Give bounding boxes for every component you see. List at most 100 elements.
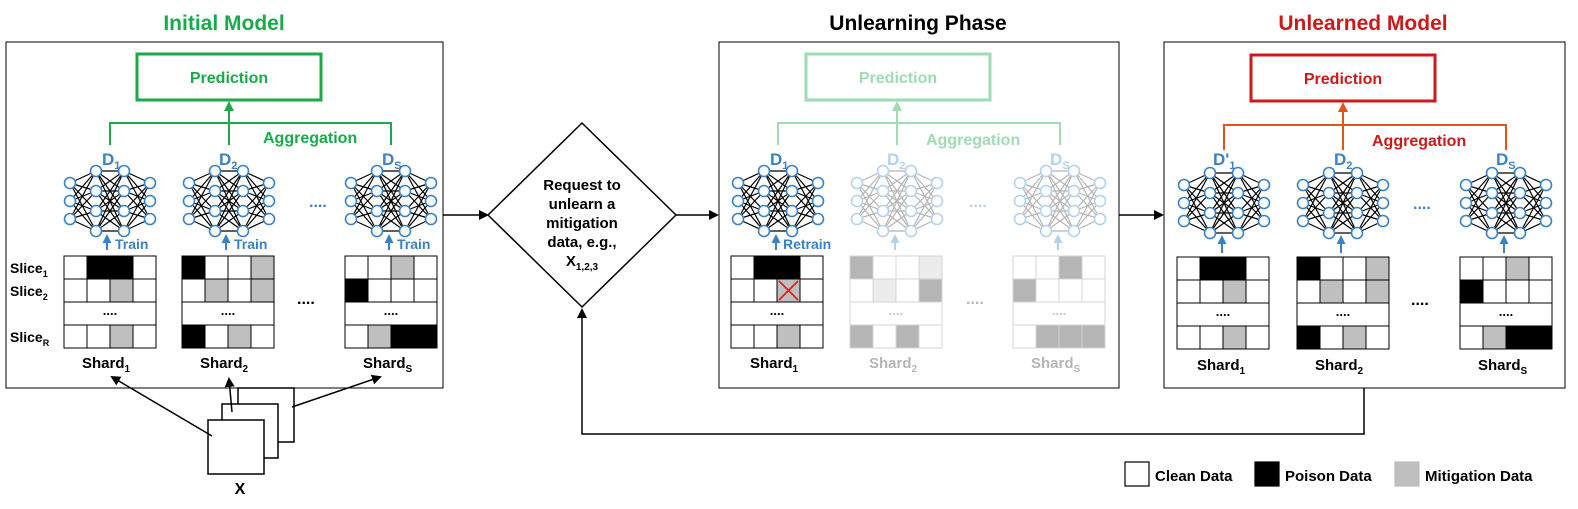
shard-ellipsis-text: .... [384, 303, 398, 318]
data-cell [132, 255, 157, 280]
network-node [1177, 214, 1191, 228]
legend-mitigation: Mitigation Data [1394, 461, 1533, 487]
ellipsis-nets-unlearning: .... [969, 194, 987, 211]
dataset-label-d1-prime: D'1 [1213, 150, 1235, 172]
network-node [1257, 196, 1271, 210]
neural-net-ds-unlearning [1013, 164, 1107, 238]
network-node [143, 212, 157, 226]
network-node [1350, 226, 1364, 240]
network-node [904, 204, 918, 218]
network-node [89, 204, 103, 218]
network-node [1067, 164, 1081, 178]
data-cell [1081, 278, 1106, 303]
shard-grid-1-unlearning: .... [730, 255, 824, 349]
dataset-x-label: X [235, 481, 246, 498]
data-cell [1012, 324, 1037, 349]
network-node [370, 164, 384, 178]
network-node [904, 164, 918, 178]
network-node [1203, 206, 1217, 220]
train-arrow-1: Train [102, 234, 148, 252]
data-cell [918, 324, 943, 349]
network-node [1203, 226, 1217, 240]
data-cell [799, 255, 824, 280]
panel-initial-model: Initial Model Prediction Aggregation D1 … [5, 12, 444, 389]
ellipsis-shards-unlearned: .... [1411, 292, 1429, 309]
network-node [1013, 176, 1027, 190]
network-node [811, 194, 825, 208]
network-node [757, 164, 771, 178]
prediction-label-unlearning: Prediction [859, 70, 937, 87]
network-node [1203, 166, 1217, 180]
data-cell [1528, 325, 1553, 350]
train-arrow-2: Train [221, 234, 267, 252]
network-node [208, 184, 222, 198]
neural-net-d1 [63, 164, 157, 238]
network-node [182, 194, 196, 208]
shard-label-2-unlearning: Shard2 [869, 355, 918, 375]
network-node [143, 176, 157, 190]
ellipsis-nets-unlearned: .... [1413, 196, 1431, 213]
network-node [370, 204, 384, 218]
data-cell [1035, 324, 1060, 349]
network-node [1485, 186, 1499, 200]
data-cell [1222, 279, 1247, 304]
shard-grid-s-unlearned: .... [1459, 256, 1553, 350]
data-cell [895, 278, 920, 303]
network-node [731, 212, 745, 226]
panel-title-unlearning: Unlearning Phase [829, 12, 1006, 35]
shard-ellipsis-text: .... [770, 303, 784, 318]
neural-net-d2-unlearning [850, 164, 944, 238]
network-node [731, 176, 745, 190]
data-cell [344, 324, 369, 349]
ellipsis-nets-initial: .... [309, 194, 327, 211]
network-node [850, 176, 864, 190]
network-node [424, 194, 438, 208]
neural-net-d2 [182, 164, 276, 238]
network-node [424, 176, 438, 190]
data-cell [1245, 256, 1270, 281]
data-cell [1528, 256, 1553, 281]
network-node [398, 184, 412, 198]
network-node [262, 212, 276, 226]
data-cell [1459, 279, 1484, 304]
data-cell [86, 255, 111, 280]
data-cell [1505, 325, 1530, 350]
shard-label-s-initial: ShardS [363, 355, 413, 375]
network-node [1231, 226, 1245, 240]
data-cell [1319, 256, 1344, 281]
neural-net-ds-unlearned [1459, 166, 1553, 240]
neural-net-d1-prime [1177, 166, 1271, 240]
network-node [1296, 178, 1310, 192]
network-node [850, 194, 864, 208]
slice-label-r: SliceR [10, 329, 50, 348]
data-cell [250, 324, 275, 349]
shard-grid-2-unlearning: .... [849, 255, 943, 349]
data-cell [1245, 325, 1270, 350]
network-node [1013, 194, 1027, 208]
svg-text:mitigation: mitigation [546, 215, 618, 232]
data-cell [86, 278, 111, 303]
network-node [262, 194, 276, 208]
neural-net-d1-unlearning [731, 164, 825, 238]
request-sample-x: X1,2,3 [566, 253, 599, 273]
train-arrow-s: Train [384, 234, 430, 252]
data-cell [1012, 278, 1037, 303]
shard-grid-2-unlearned: .... [1296, 256, 1390, 350]
network-node [1539, 178, 1553, 192]
panel-title-unlearned: Unlearned Model [1278, 12, 1447, 35]
data-cell [109, 324, 134, 349]
network-node [757, 204, 771, 218]
data-cell [1296, 325, 1321, 350]
shard-ellipsis-text: .... [1336, 304, 1350, 319]
data-cell [1199, 279, 1224, 304]
network-node [785, 224, 799, 238]
data-cell [730, 255, 755, 280]
network-node [1459, 178, 1473, 192]
slice-label-1: Slice1 [10, 260, 48, 279]
network-node [1376, 214, 1390, 228]
data-cell [849, 255, 874, 280]
shard-ellipsis-text: .... [103, 303, 117, 318]
network-node [811, 212, 825, 226]
network-node [208, 224, 222, 238]
prediction-label-initial: Prediction [190, 70, 268, 87]
